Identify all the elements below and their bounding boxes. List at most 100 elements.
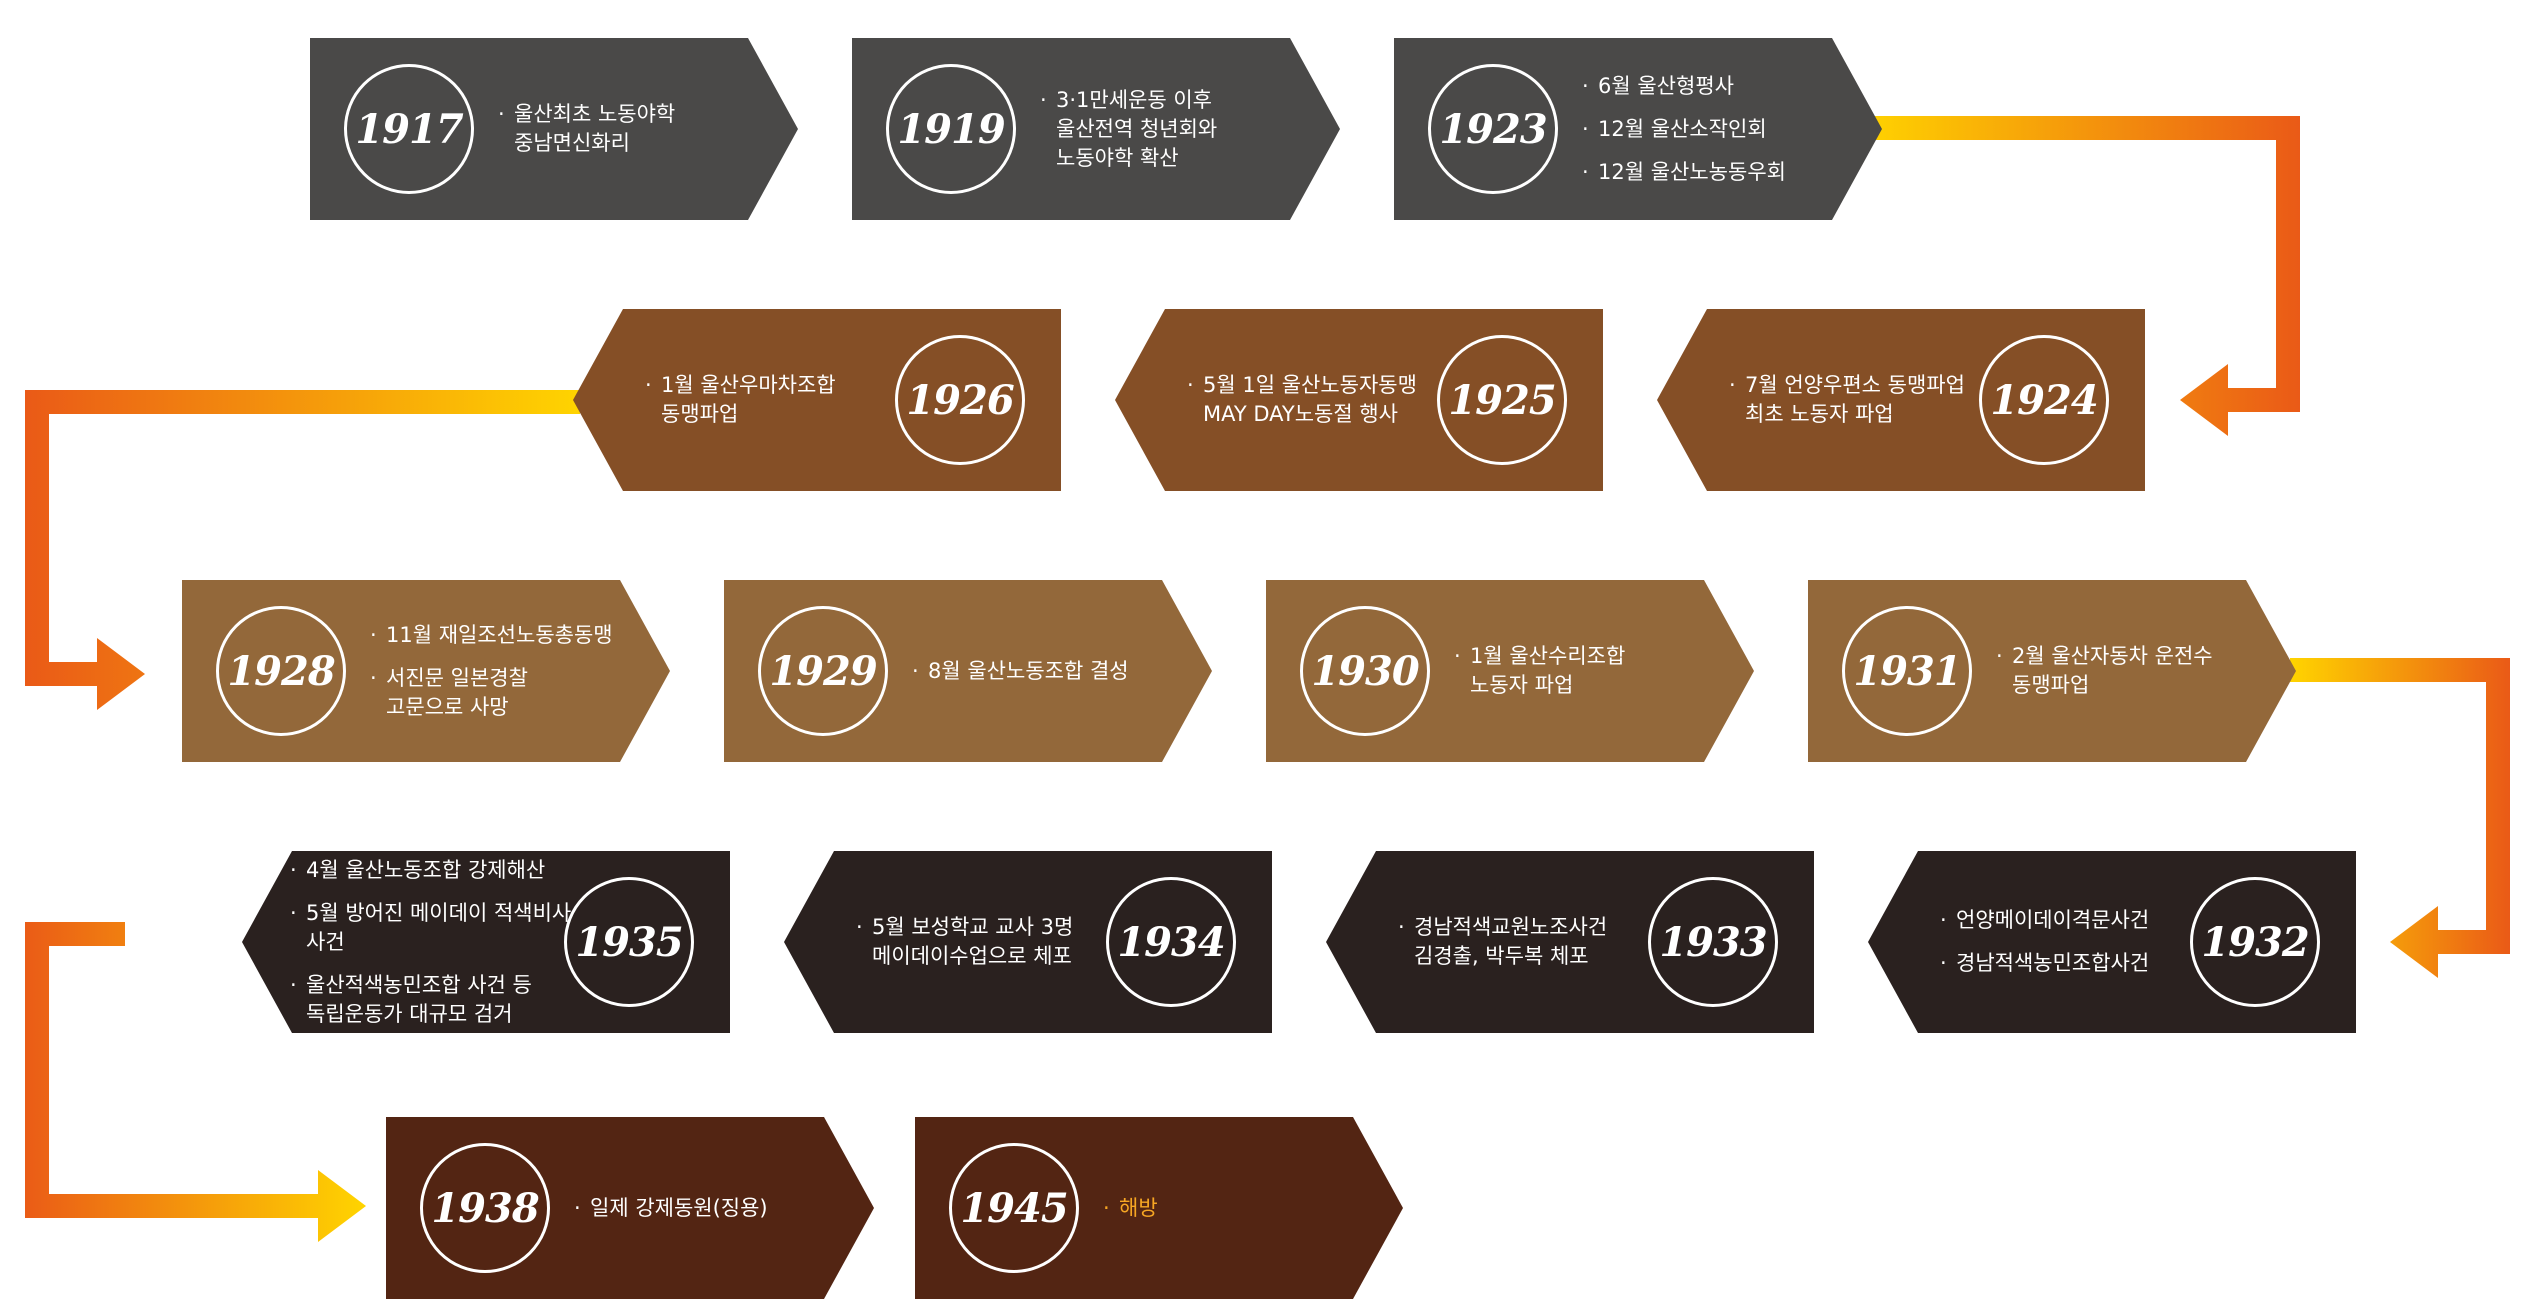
event-text: 1월 울산우마차조합 동맹파업 bbox=[661, 373, 836, 426]
bullet: · bbox=[1996, 644, 2003, 668]
year-badge: 1932 bbox=[2190, 877, 2320, 1007]
event-text: 1월 울산수리조합 노동자 파업 bbox=[1470, 644, 1626, 697]
connector-1931-1932 bbox=[2290, 658, 2510, 978]
year-badge: 1931 bbox=[1842, 606, 1972, 736]
timeline-card-1929: 1929 · 8월 울산노동조합 결성 bbox=[724, 580, 1212, 762]
event-list: ·해방 bbox=[1103, 1117, 1353, 1299]
event-list: ·1월 울산수리조합 노동자 파업 bbox=[1454, 580, 1704, 762]
timeline-card-1923: 1923·6월 울산형평사·12월 울산소작인회·12월 울산노농동우회 bbox=[1394, 38, 1882, 220]
year-badge: 1923 bbox=[1428, 64, 1558, 194]
timeline-card-1930: 1930·1월 울산수리조합 노동자 파업 bbox=[1266, 580, 1754, 762]
bullet: · bbox=[1729, 373, 1736, 397]
event-item: · 경남적색교원노조사건 김경출, 박두복 체포 bbox=[1398, 913, 1658, 971]
event-list: ·5월 1일 울산노동자동맹 MAY DAY노동절 행사 bbox=[1187, 309, 1447, 491]
event-item: · 5월 보성학교 교사 3명 메이데이수업으로 체포 bbox=[856, 913, 1116, 971]
timeline-card-1945: 1945·해방 bbox=[915, 1117, 1403, 1299]
bullet: · bbox=[645, 373, 652, 397]
year-badge: 1924 bbox=[1979, 335, 2109, 465]
event-text: 8월 울산노동조합 결성 bbox=[928, 658, 1129, 683]
event-text: 7월 언양우편소 동맹파업 최초 노동자 파업 bbox=[1745, 373, 1965, 426]
event-text: 2월 울산자동차 운전수 동맹파업 bbox=[2012, 644, 2213, 697]
event-item: · 2월 울산자동차 운전수 동맹파업 bbox=[1996, 642, 2246, 700]
year-badge: 1938 bbox=[420, 1143, 550, 1273]
timeline-card-1928: 1928·11월 재일조선노동총동맹·서진문 일본경찰 고문으로 사망 bbox=[182, 580, 670, 762]
event-item: ·6월 울산형평사 bbox=[1582, 72, 1832, 101]
event-item: · 7월 언양우편소 동맹파업 최초 노동자 파업 bbox=[1729, 371, 1989, 429]
event-item: · 3·1만세운동 이후 울산전역 청년회와 노동야학 확산 bbox=[1040, 86, 1290, 173]
year-badge: 1930 bbox=[1300, 606, 1430, 736]
bullet: · bbox=[1582, 116, 1589, 141]
event-item: · 서진문 일본경찰 고문으로 사망 bbox=[370, 664, 620, 722]
event-item: · 1월 울산우마차조합 동맹파업 bbox=[645, 371, 905, 429]
timeline-card-1935: 1935·4월 울산노동조합 강제해산·5월 방어진 메이데이 적색비사 사건·… bbox=[242, 851, 730, 1033]
year-badge: 1933 bbox=[1648, 877, 1778, 1007]
bullet: · bbox=[1582, 73, 1589, 98]
event-list: · 3·1만세운동 이후 울산전역 청년회와 노동야학 확산 bbox=[1040, 38, 1290, 220]
timeline-card-1938: 1938 · 일제 강제동원(징용) bbox=[386, 1117, 874, 1299]
event-text: 서진문 일본경찰 고문으로 사망 bbox=[386, 665, 528, 719]
event-item: · 일제 강제동원(징용) bbox=[574, 1194, 824, 1223]
year-badge: 1926 bbox=[895, 335, 1025, 465]
bullet: · bbox=[574, 1195, 581, 1220]
timeline-card-1933: 1933 · 경남적색교원노조사건 김경출, 박두복 체포 bbox=[1326, 851, 1814, 1033]
bullet: · bbox=[290, 900, 297, 925]
bullet: · bbox=[856, 915, 863, 939]
bullet: · bbox=[1940, 908, 1947, 932]
year-badge: 1919 bbox=[886, 64, 1016, 194]
bullet: · bbox=[1940, 951, 1947, 975]
event-text: 경남적색교원노조사건 김경출, 박두복 체포 bbox=[1414, 915, 1608, 968]
event-item: · 언양메이데이격문사건 bbox=[1940, 906, 2200, 935]
event-item: ·12월 울산노농동우회 bbox=[1582, 158, 1832, 187]
event-text: 3·1만세운동 이후 울산전역 청년회와 노동야학 확산 bbox=[1056, 87, 1218, 170]
year-badge: 1925 bbox=[1437, 335, 1567, 465]
timeline-card-1926: 1926 · 1월 울산우마차조합 동맹파업 bbox=[573, 309, 1061, 491]
connector-1923-1924 bbox=[1870, 116, 2300, 436]
timeline-card-1934: 1934 · 5월 보성학교 교사 3명 메이데이수업으로 체포 bbox=[784, 851, 1272, 1033]
bullet: · bbox=[1040, 87, 1047, 112]
event-text: 해방 bbox=[1119, 1195, 1158, 1220]
event-list: ·11월 재일조선노동총동맹·서진문 일본경찰 고문으로 사망 bbox=[370, 580, 620, 762]
event-list: · 언양메이데이격문사건 ·경남적색농민조합사건 bbox=[1940, 851, 2200, 1033]
bullet: · bbox=[1187, 373, 1194, 397]
event-list: · 울산최초 노동야학 중남면신화리 bbox=[498, 38, 748, 220]
event-list: · 경남적색교원노조사건 김경출, 박두복 체포 bbox=[1398, 851, 1658, 1033]
year-badge: 1929 bbox=[758, 606, 888, 736]
event-item: · 12월 울산소작인회 bbox=[1582, 115, 1832, 144]
event-text: 5월 보성학교 교사 3명 메이데이수업으로 체포 bbox=[872, 915, 1074, 968]
event-item: ·경남적색농민조합사건 bbox=[1940, 949, 2200, 978]
timeline-card-1931: 1931 · 2월 울산자동차 운전수 동맹파업 bbox=[1808, 580, 2296, 762]
bullet: · bbox=[1582, 159, 1589, 184]
event-list: · 8월 울산노동조합 결성 bbox=[912, 580, 1162, 762]
event-text: 4월 울산노동조합 강제해산 bbox=[306, 857, 546, 882]
year-badge: 1917 bbox=[344, 64, 474, 194]
event-list: · 2월 울산자동차 운전수 동맹파업 bbox=[1996, 580, 2246, 762]
event-text: 일제 강제동원(징용) bbox=[590, 1195, 768, 1220]
event-text: 울산최초 노동야학 중남면신화리 bbox=[514, 102, 676, 155]
year-badge: 1935 bbox=[564, 877, 694, 1007]
bullet: · bbox=[370, 622, 377, 647]
event-item: · 4월 울산노동조합 강제해산 bbox=[290, 856, 590, 885]
event-list: · 일제 강제동원(징용) bbox=[574, 1117, 824, 1299]
event-text: 울산적색농민조합 사건 등 독립운동가 대규모 검거 bbox=[306, 972, 532, 1026]
year-badge: 1945 bbox=[949, 1143, 1079, 1273]
bullet: · bbox=[1398, 915, 1405, 939]
event-item: ·5월 1일 울산노동자동맹 MAY DAY노동절 행사 bbox=[1187, 371, 1447, 429]
event-item: ·11월 재일조선노동총동맹 bbox=[370, 621, 620, 650]
bullet: · bbox=[370, 665, 377, 690]
timeline-card-1925: 1925·5월 1일 울산노동자동맹 MAY DAY노동절 행사 bbox=[1115, 309, 1603, 491]
timeline-card-1932: 1932 · 언양메이데이격문사건 ·경남적색농민조합사건 bbox=[1868, 851, 2356, 1033]
bullet: · bbox=[498, 102, 505, 126]
event-text: 12월 울산소작인회 bbox=[1598, 116, 1767, 141]
event-text: 언양메이데이격문사건 bbox=[1956, 908, 2150, 932]
bullet: · bbox=[290, 857, 297, 882]
year-badge: 1934 bbox=[1106, 877, 1236, 1007]
timeline-card-1924: 1924 · 7월 언양우편소 동맹파업 최초 노동자 파업 bbox=[1657, 309, 2145, 491]
event-list: · 7월 언양우편소 동맹파업 최초 노동자 파업 bbox=[1729, 309, 1989, 491]
event-list: · 5월 보성학교 교사 3명 메이데이수업으로 체포 bbox=[856, 851, 1116, 1033]
event-list: ·6월 울산형평사·12월 울산소작인회·12월 울산노농동우회 bbox=[1582, 38, 1832, 220]
event-list: · 1월 울산우마차조합 동맹파업 bbox=[645, 309, 905, 491]
bullet: · bbox=[912, 658, 919, 683]
year-badge: 1928 bbox=[216, 606, 346, 736]
